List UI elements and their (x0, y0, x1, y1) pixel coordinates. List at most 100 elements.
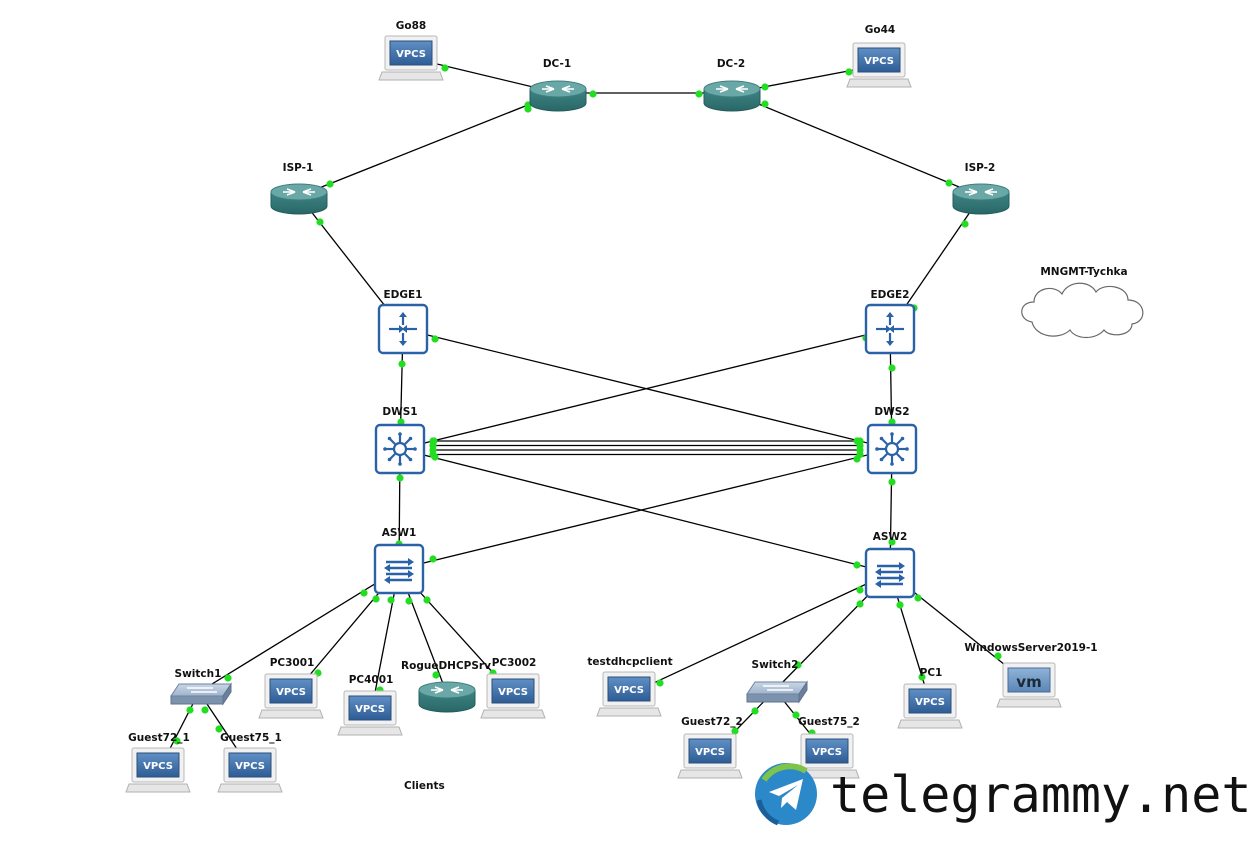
vpcs-icon: VPCS (217, 747, 283, 793)
router-icon (703, 80, 761, 112)
port-dot (656, 679, 664, 687)
port-dot (695, 90, 703, 98)
link-asw1-switch1[interactable] (198, 568, 400, 693)
node-edge2[interactable]: EDGE2 (864, 289, 916, 355)
vpcs-icon: VPCS (846, 42, 912, 88)
node-pc3002[interactable]: VPCS PC3002 (480, 657, 546, 719)
node-label-asw1[interactable]: ASW1 (382, 527, 417, 539)
node-label-rogue[interactable]: RogueDHCPSrv (401, 660, 491, 672)
port-dot (398, 360, 406, 368)
clients-label[interactable]: Clients (404, 780, 445, 792)
node-label-switch2[interactable]: Switch2 (752, 659, 799, 671)
node-asw2[interactable]: ASW2 (864, 531, 916, 599)
link-dc1-isp1[interactable] (298, 92, 559, 197)
node-label-go88[interactable]: Go88 (396, 20, 426, 32)
port-dot (387, 596, 395, 604)
node-label-guest72_1[interactable]: Guest72_1 (128, 732, 190, 744)
port-dot (201, 706, 209, 714)
node-rogue[interactable]: RogueDHCPSrv (401, 660, 491, 713)
vpcs-screen-text: VPCS (864, 56, 894, 67)
node-guest72_1[interactable]: VPCS Guest72_1 (125, 732, 191, 793)
node-label-winserver[interactable]: WindowsServer2019-1 (964, 642, 1097, 654)
node-label-asw2[interactable]: ASW2 (873, 531, 908, 543)
vpcs-screen-text: VPCS (498, 687, 528, 698)
port-dot (945, 179, 953, 187)
node-dc2[interactable]: DC-2 (703, 58, 761, 112)
vpcs-screen-text: VPCS (614, 685, 644, 696)
vpcs-screen-text: VPCS (915, 697, 945, 708)
node-guest75_1[interactable]: VPCS Guest75_1 (217, 732, 283, 793)
free-text-layer: Clients (404, 780, 445, 792)
port-dot (994, 652, 1002, 660)
node-isp2[interactable]: ISP-2 (952, 162, 1010, 215)
port-dot (853, 455, 861, 463)
node-label-isp1[interactable]: ISP-1 (283, 162, 314, 174)
node-label-testdhcp[interactable]: testdhcpclient (587, 656, 672, 668)
port-dot (186, 706, 194, 714)
node-label-dc2[interactable]: DC-2 (717, 58, 745, 70)
vpcs-icon: VPCS (677, 733, 743, 779)
node-mngmt[interactable]: MNGMT-Tychka (1021, 266, 1144, 339)
node-dc1[interactable]: DC-1 (529, 58, 587, 112)
port-dot (429, 555, 437, 563)
port-dot (316, 218, 324, 226)
vpcs-icon: VPCS (258, 673, 324, 719)
port-dot (432, 671, 440, 679)
node-label-edge1[interactable]: EDGE1 (384, 289, 423, 301)
node-label-guest75_2[interactable]: Guest75_2 (798, 716, 860, 728)
link-asw2-testdhcp[interactable] (629, 572, 891, 695)
link-dws2-asw1[interactable] (398, 448, 893, 570)
node-label-dws1[interactable]: DWS1 (382, 406, 417, 418)
vpcs-screen-text: VPCS (396, 49, 426, 60)
node-go88[interactable]: VPCS Go88 (378, 20, 444, 81)
l3switch-icon (377, 303, 429, 355)
node-dws1[interactable]: DWS1 (374, 406, 426, 475)
node-label-isp2[interactable]: ISP-2 (965, 162, 996, 174)
port-dot (888, 478, 896, 486)
link-dws1-asw2[interactable] (399, 448, 891, 574)
node-pc1[interactable]: VPCS PC1 (897, 667, 963, 729)
node-label-mngmt[interactable]: MNGMT-Tychka (1040, 266, 1127, 278)
router-icon (270, 183, 328, 215)
node-guest75_2[interactable]: VPCS Guest75_2 (794, 716, 860, 779)
port-dot (431, 335, 439, 343)
vpcs-screen-text: VPCS (143, 761, 173, 772)
router-icon (418, 681, 476, 713)
node-label-pc3001[interactable]: PC3001 (270, 657, 315, 669)
node-edge1[interactable]: EDGE1 (377, 289, 429, 355)
link-edge2-dws1[interactable] (399, 328, 891, 450)
port-dot (914, 594, 922, 602)
node-isp1[interactable]: ISP-1 (270, 162, 328, 215)
link-dc2-isp2[interactable] (731, 92, 982, 197)
port-dot (761, 100, 769, 108)
node-label-dws2[interactable]: DWS2 (874, 406, 909, 418)
node-label-pc4001[interactable]: PC4001 (349, 674, 394, 686)
node-asw1[interactable]: ASW1 (373, 527, 425, 595)
router-icon (952, 183, 1010, 215)
node-label-pc3002[interactable]: PC3002 (492, 657, 537, 669)
node-guest72_2[interactable]: VPCS Guest72_2 (677, 716, 743, 779)
node-switch2[interactable]: Switch2 (746, 659, 808, 704)
node-pc3001[interactable]: VPCS PC3001 (258, 657, 324, 719)
port-dot (751, 707, 759, 715)
node-go44[interactable]: VPCS Go44 (846, 24, 912, 88)
node-label-edge2[interactable]: EDGE2 (871, 289, 910, 301)
node-label-go44[interactable]: Go44 (865, 24, 895, 36)
node-label-switch1[interactable]: Switch1 (175, 668, 222, 680)
port-dot (589, 90, 597, 98)
vpcs-icon: VPCS (794, 733, 860, 779)
node-label-guest72_2[interactable]: Guest72_2 (681, 716, 743, 728)
node-testdhcp[interactable]: VPCS testdhcpclient (587, 656, 673, 717)
port-dot (372, 595, 380, 603)
node-dws2[interactable]: DWS2 (866, 406, 918, 475)
node-label-guest75_1[interactable]: Guest75_1 (220, 732, 282, 744)
node-label-pc1[interactable]: PC1 (920, 667, 943, 679)
port-dot (524, 105, 532, 113)
node-label-dc1[interactable]: DC-1 (543, 58, 571, 70)
port-dot (173, 737, 181, 745)
node-switch1[interactable]: Switch1 (170, 668, 232, 706)
